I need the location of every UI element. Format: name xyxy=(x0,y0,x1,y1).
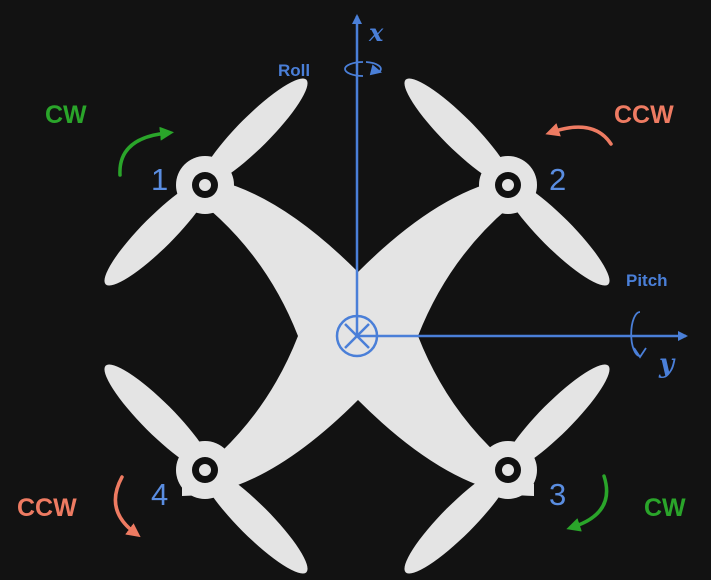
motor-hub-4 xyxy=(192,457,218,483)
motor-number-2: 2 xyxy=(549,162,566,197)
motor-number-4: 4 xyxy=(151,477,168,512)
motor-hub-2 xyxy=(495,172,521,198)
center-z-marker xyxy=(335,314,379,358)
pitch-rotation-icon xyxy=(630,311,647,359)
pitch-label: Pitch xyxy=(626,271,668,290)
propeller-2 xyxy=(404,78,610,286)
rotation-arrow-4 xyxy=(113,475,141,538)
propeller-3 xyxy=(404,364,610,574)
roll-rotation-icon xyxy=(344,61,382,77)
rotation-arrow-2 xyxy=(545,123,613,146)
y-axis-letter: y xyxy=(658,349,676,379)
rotation-arrow-1 xyxy=(118,126,174,177)
motor-hub-3 xyxy=(495,457,521,483)
motor-number-1: 1 xyxy=(151,162,168,197)
rotation-arrow-3 xyxy=(566,474,609,532)
direction-label-4: CCW xyxy=(17,494,77,522)
direction-label-1: CW xyxy=(45,101,87,129)
x-axis-letter: x xyxy=(368,18,384,47)
direction-label-3: CW xyxy=(644,494,686,522)
propeller-4 xyxy=(104,364,308,574)
propeller-1 xyxy=(104,78,308,286)
motor-number-3: 3 xyxy=(549,477,566,512)
roll-label: Roll xyxy=(278,61,310,80)
motor-hub-1 xyxy=(192,172,218,198)
direction-label-2: CCW xyxy=(614,101,674,129)
